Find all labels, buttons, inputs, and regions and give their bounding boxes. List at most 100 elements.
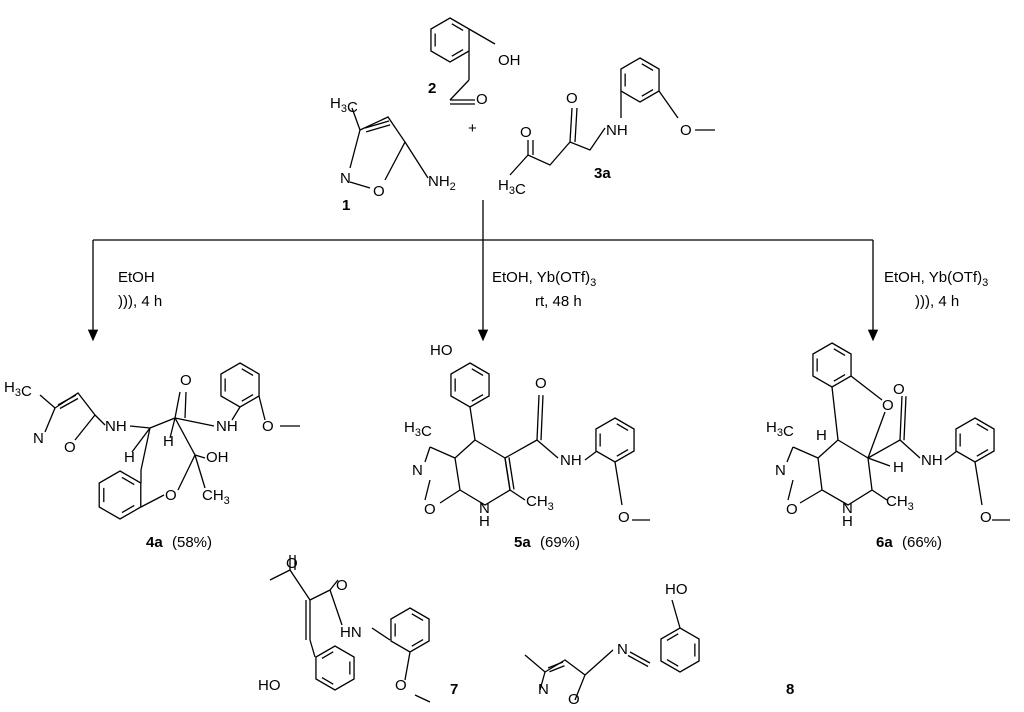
c7-label: 7 <box>450 681 458 698</box>
bond <box>867 457 891 467</box>
c4a-nh: NH <box>105 418 127 435</box>
aromatic-double-bond <box>976 423 989 431</box>
c4a-o: O <box>64 439 76 456</box>
c2-oh: OH <box>498 52 521 69</box>
c3a-methyl: H3C <box>498 177 526 198</box>
aromatic-double-bond <box>471 394 484 402</box>
c4a-ch3: CH3 <box>202 487 230 507</box>
aromatic-double-bond <box>321 677 334 685</box>
aromatic-double-bond <box>411 613 424 621</box>
c5a-o: O <box>424 501 436 518</box>
bond <box>140 494 165 508</box>
c6a-h: H <box>842 513 853 530</box>
bond <box>799 489 823 504</box>
bond <box>903 396 907 441</box>
bond <box>569 107 573 143</box>
bond <box>349 181 371 189</box>
c4a-o-amide: O <box>180 372 192 389</box>
c4a-h1: H <box>124 449 135 466</box>
c8-label: 8 <box>786 681 794 698</box>
aromatic-double-bond <box>616 449 629 457</box>
bond <box>364 120 390 129</box>
conditions-middle-1: EtOH, Yb(OTf)3 <box>492 269 596 289</box>
bond <box>94 414 106 426</box>
c5a-h: H <box>479 513 490 530</box>
c7-o-amide: O <box>336 577 348 594</box>
c6a-yield: (66%) <box>902 534 942 551</box>
bond <box>831 386 839 441</box>
aromatic-double-bond <box>471 368 484 376</box>
bond <box>944 450 958 461</box>
aromatic-double-bond <box>833 348 846 356</box>
bond <box>899 439 921 459</box>
aromatic-double-bond <box>121 476 135 486</box>
c5a-label: 5a <box>514 534 531 551</box>
bond <box>258 395 266 421</box>
c4a-benzo-ring <box>98 470 142 520</box>
bond <box>899 395 903 441</box>
bond-chain <box>817 439 873 506</box>
bond <box>867 411 886 459</box>
c5a-phenol-ring <box>450 362 490 408</box>
reaction-arrows <box>87 200 879 342</box>
c4a-o-ether: O <box>262 418 274 435</box>
c3a-label: 3a <box>594 165 611 182</box>
c8-o: O <box>568 691 580 708</box>
c6a-benzo-ring <box>812 342 852 388</box>
aromatic-double-bond <box>241 368 254 376</box>
c4a-h2: H <box>163 433 174 450</box>
bond-chain <box>524 654 586 701</box>
bond-chain <box>39 392 96 441</box>
bond <box>504 457 511 491</box>
aromatic-double-bond <box>121 504 135 514</box>
aromatic-double-bond <box>641 63 654 71</box>
bond <box>351 107 361 131</box>
aromatic-double-bond <box>666 659 679 667</box>
bond <box>792 446 819 459</box>
bond <box>469 406 476 441</box>
bond <box>414 694 431 703</box>
bond <box>365 124 391 133</box>
c6a-o: O <box>786 501 798 518</box>
conditions-right-2: ))), 4 h <box>915 293 959 310</box>
c5a-anisole-ring <box>595 417 635 463</box>
c6a-nh: N <box>842 500 853 517</box>
bond <box>547 661 564 669</box>
bond <box>59 397 79 410</box>
c1-o: O <box>373 183 385 200</box>
c4a-nh-amide: NH <box>216 418 238 435</box>
conditions-left-2: ))), 4 h <box>118 293 162 310</box>
bond <box>129 425 151 429</box>
c6a-o-bridge: O <box>882 397 894 414</box>
bond <box>627 654 649 668</box>
bond <box>429 446 456 459</box>
bond <box>329 589 343 626</box>
c4a-oh: OH <box>206 449 229 466</box>
bond <box>424 479 431 501</box>
c5a-ch3: CH3 <box>526 493 554 513</box>
c5a-nh-amide: NH <box>560 452 582 469</box>
aromatic-double-bond <box>451 49 464 57</box>
bond <box>231 406 241 421</box>
c8-n: N <box>538 681 549 698</box>
c8-oh: HO <box>665 581 688 598</box>
c5a-yield: (69%) <box>540 534 580 551</box>
c6a-methyl: H3C <box>766 419 794 440</box>
bond <box>131 427 151 453</box>
c6a-o-ether: O <box>980 509 992 526</box>
bond <box>439 489 461 504</box>
bond <box>329 579 339 591</box>
aromatic-double-bond <box>666 633 679 641</box>
bond <box>540 395 544 441</box>
bond-chain <box>349 129 361 169</box>
bond-chain <box>509 127 606 176</box>
bond <box>404 651 411 681</box>
bond <box>509 489 526 501</box>
bond <box>194 454 206 489</box>
c6a-o-amide: O <box>893 381 905 398</box>
c7-o-ketone: O <box>286 555 298 572</box>
aromatic-double-bond <box>321 651 334 659</box>
conditions-left-1: EtOH <box>118 269 155 286</box>
c6a-nh-amide: NH <box>921 452 943 469</box>
